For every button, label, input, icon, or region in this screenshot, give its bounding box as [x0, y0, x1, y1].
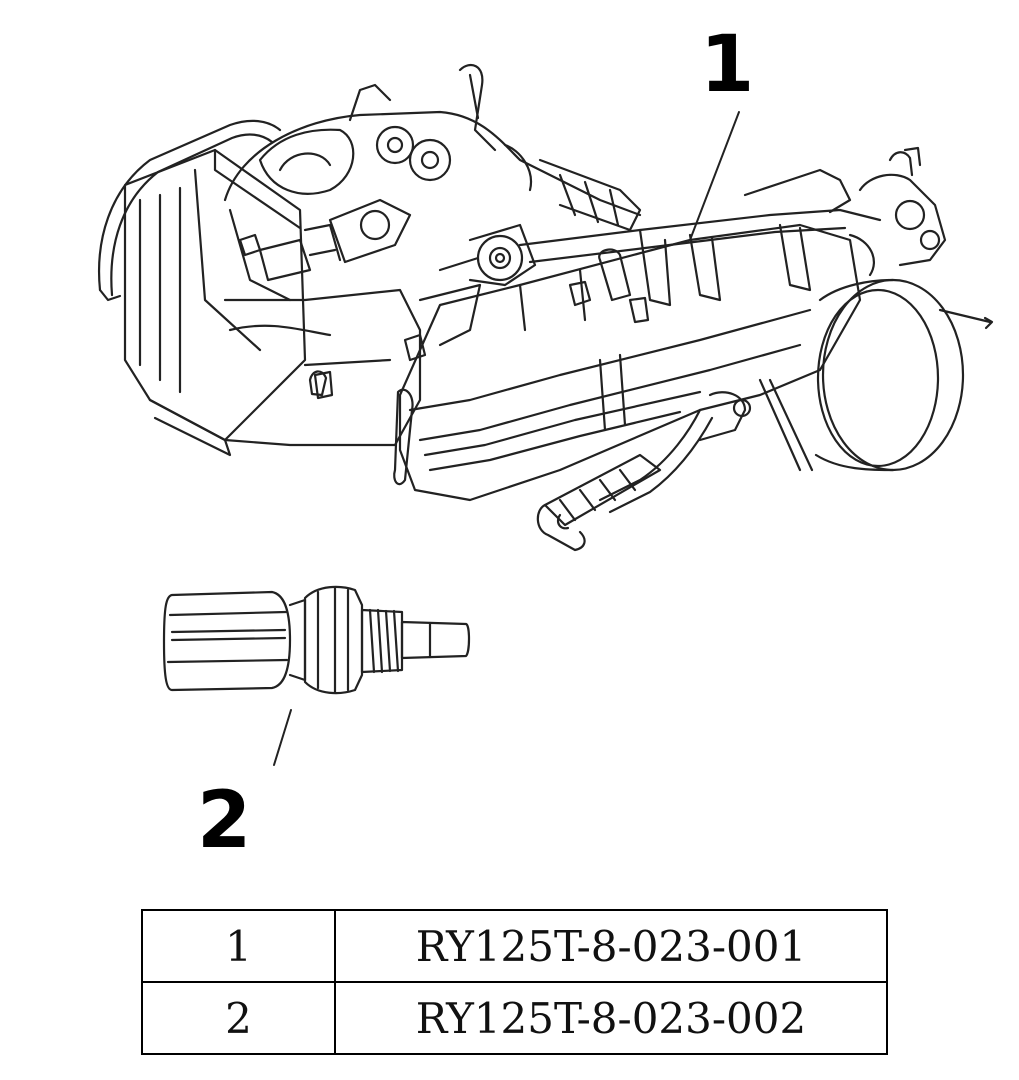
table-row: 1 RY125T-8-023-001: [141, 909, 888, 983]
part-number: RY125T-8-023-002: [334, 981, 888, 1055]
part-number: RY125T-8-023-001: [334, 909, 888, 983]
row-index: 2: [141, 981, 336, 1055]
sensor-illustration: [162, 585, 471, 695]
diagram-drawing: [98, 63, 994, 766]
engine-illustration: [98, 63, 994, 552]
parts-table: 1 RY125T-8-023-001 2 RY125T-8-023-002: [141, 909, 888, 1055]
callout-label-1: 1: [700, 20, 755, 110]
row-index: 1: [141, 909, 336, 983]
leader-line-2: [273, 709, 292, 766]
table-row: 2 RY125T-8-023-002: [141, 981, 888, 1055]
leader-line-1: [689, 111, 740, 241]
callout-label-2: 2: [197, 776, 252, 866]
